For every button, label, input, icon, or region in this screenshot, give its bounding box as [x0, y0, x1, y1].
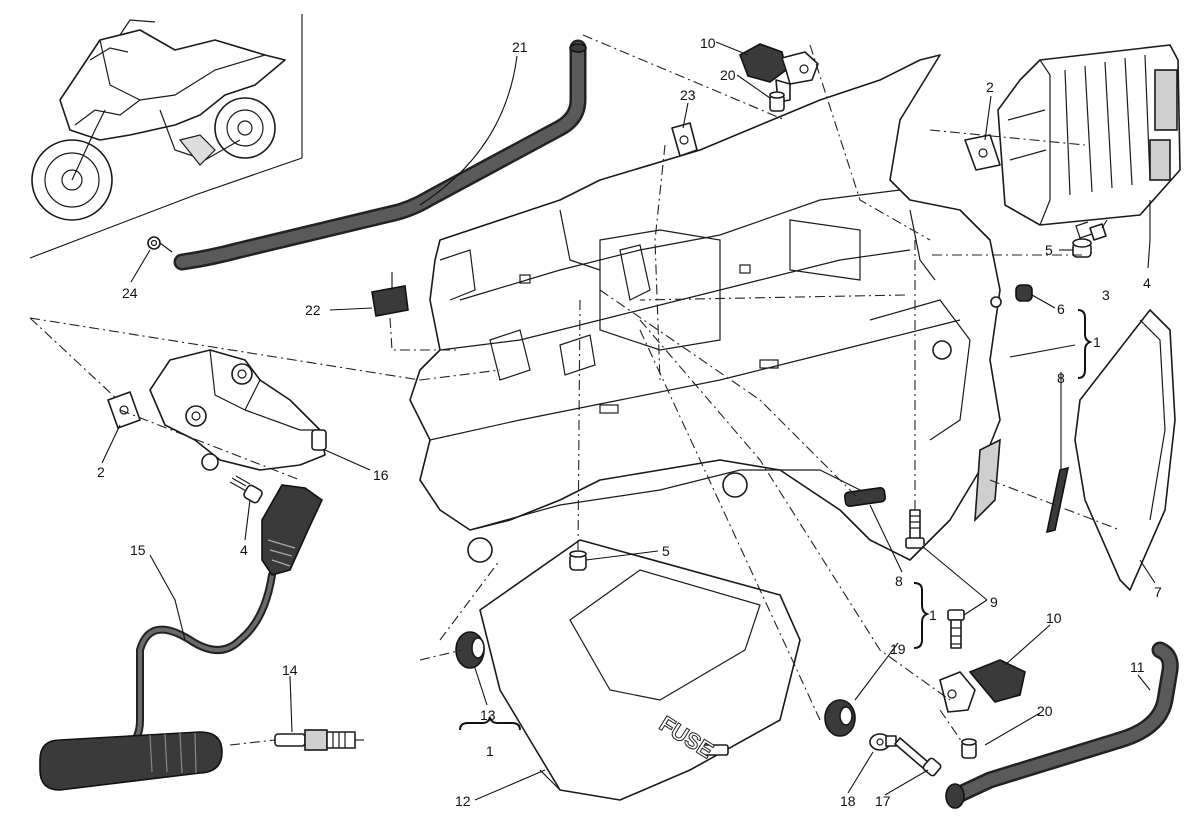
- callout-15: 15: [130, 542, 146, 558]
- callout-6: 6: [1057, 301, 1065, 317]
- spark-plug-cable: [116, 484, 324, 754]
- pressure-sensor-lower: [939, 659, 1026, 713]
- callout-20-top: 20: [720, 67, 736, 83]
- control-unit: [997, 44, 1181, 226]
- callout-1-top: 1: [1093, 334, 1101, 350]
- screw-9-lower: [947, 609, 965, 649]
- seal-strip-small: [843, 487, 887, 507]
- screw-9-upper: [905, 509, 925, 549]
- rubber-mount: [371, 272, 409, 317]
- grommet-6: [1015, 284, 1033, 302]
- callout-2-right: 2: [986, 79, 994, 95]
- spring-clip-left: [107, 391, 141, 429]
- callout-17: 17: [875, 793, 891, 809]
- callout-9: 9: [990, 594, 998, 610]
- group-braces: [459, 309, 1093, 731]
- washer-18: [869, 733, 897, 751]
- callout-18: 18: [840, 793, 856, 809]
- fuse-box-cover: FUSE: [479, 539, 801, 801]
- callout-23: 23: [680, 87, 696, 103]
- callout-7: 7: [1154, 584, 1162, 600]
- callout-5-lower: 5: [662, 543, 670, 559]
- grommet-right: [1072, 238, 1092, 258]
- callout-16: 16: [373, 467, 389, 483]
- callout-4-right: 4: [1143, 275, 1151, 291]
- vent-hose-lower: [945, 641, 1179, 809]
- motorcycle-inset: [29, 10, 305, 260]
- callout-1-bottom: 1: [486, 743, 494, 759]
- callout-21: 21: [512, 39, 528, 55]
- callout-24: 24: [122, 285, 138, 301]
- spark-plug: [274, 729, 364, 751]
- screw-right: [1075, 221, 1107, 241]
- hose-clip: [147, 236, 173, 253]
- callout-14: 14: [282, 662, 298, 678]
- callout-13: 13: [480, 707, 496, 723]
- callout-19: 19: [890, 641, 906, 657]
- leader-lines: [101, 41, 1156, 801]
- callout-10-top: 10: [700, 35, 716, 51]
- spacer-top: [769, 91, 785, 112]
- spacer-lower: [961, 738, 977, 759]
- spring-clip-top: [671, 122, 698, 157]
- seal-strip-vertical: [1045, 466, 1070, 534]
- grommet-lower: [569, 550, 587, 571]
- callout-20-lower: 20: [1037, 703, 1053, 719]
- callout-labels: 21 10 20 23 2 5 3 4 24 22 6 1 8 2 16 4 1…: [97, 35, 1162, 809]
- ignition-coil: [149, 349, 327, 471]
- grommet-19: [824, 699, 856, 737]
- callout-12: 12: [455, 793, 471, 809]
- callout-8-lower: 8: [895, 573, 903, 589]
- callout-2-left: 2: [97, 464, 105, 480]
- callout-3: 3: [1102, 287, 1110, 303]
- screw-17: [894, 737, 942, 777]
- assembly-lines: [29, 34, 1121, 746]
- side-cover: [1074, 309, 1176, 591]
- spring-clip-right: [964, 134, 1001, 171]
- callout-5-right: 5: [1045, 242, 1053, 258]
- callout-8-top: 8: [1057, 370, 1065, 386]
- callout-22: 22: [305, 302, 321, 318]
- grommet-13: [455, 631, 485, 669]
- callout-11: 11: [1130, 659, 1145, 675]
- main-support-bracket: [409, 54, 1002, 563]
- vent-hose: [173, 39, 587, 271]
- callout-4-left: 4: [240, 542, 248, 558]
- callout-10-lower: 10: [1046, 610, 1062, 626]
- callout-1-lower: 1: [929, 607, 937, 623]
- screw-left: [229, 475, 263, 504]
- spark-plug-boot: [39, 731, 223, 791]
